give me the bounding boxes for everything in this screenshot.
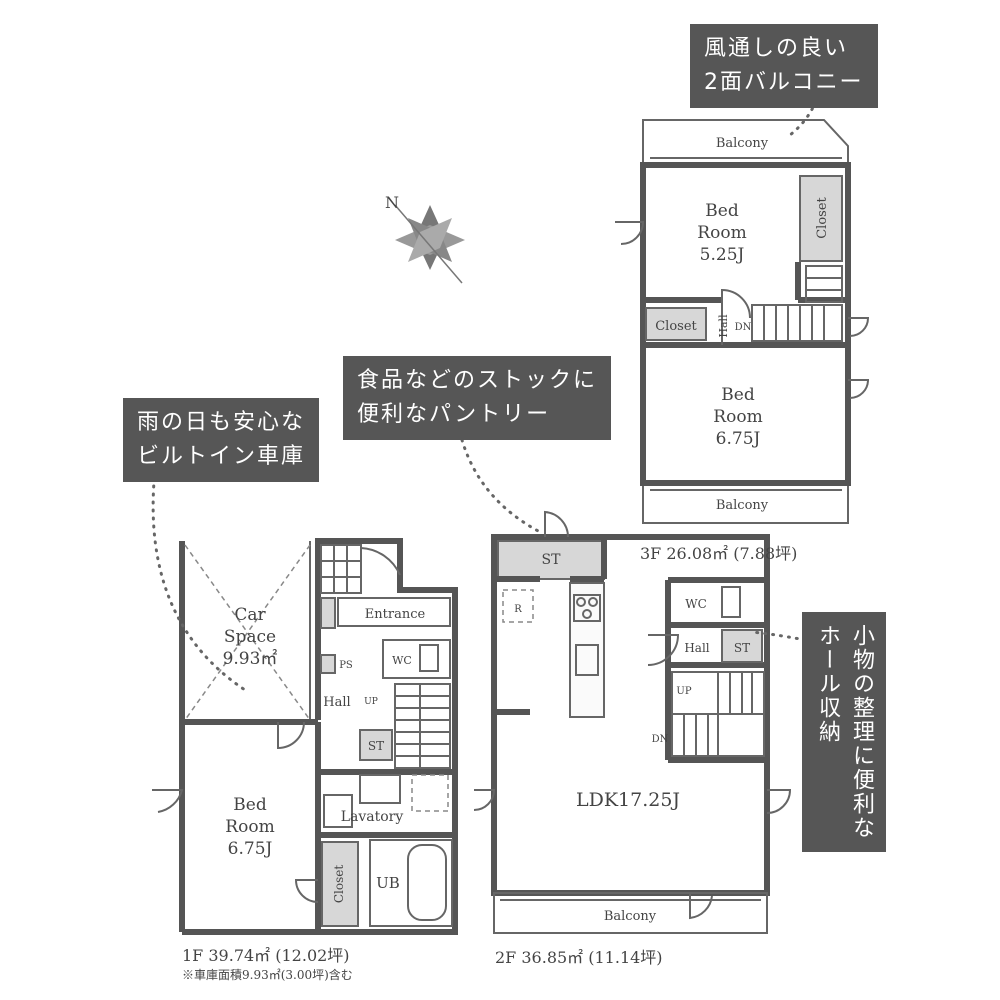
floor3-balcony-bottom-label: Balcony (716, 498, 769, 513)
floor2-fridge (502, 589, 534, 623)
hall-storage-note-line1: 小物の整理に便利な (849, 624, 874, 840)
floor1-plan: Car Space 9.93㎡ Entrance PS WC Hall UP S… (152, 538, 458, 935)
garage-note-line1: 雨の日も安心な (137, 410, 306, 435)
floor1-up-label: UP (364, 697, 378, 707)
floor2-stove-icon (573, 594, 601, 622)
floor3-bedroom1-label-line2: Room (697, 223, 746, 243)
floor3-area-caption: 3F 26.08㎡ (7.88坪) (640, 544, 798, 563)
floor1-stairs (394, 683, 451, 769)
floor2-pantry-label: ST (542, 552, 562, 568)
floor3-bedroom2-label-line1: Bed (721, 385, 755, 405)
floor3-plan: Balcony Bed Room 5.25J Closet Closet Hal… (615, 119, 870, 524)
hall-storage-note-line2: ホール収納 (815, 624, 840, 744)
pantry-note: 食品などのストックに 便利なパントリー (343, 356, 612, 440)
compass-north-label: N (385, 193, 399, 212)
floor3-bedroom1-label-line1: Bed (705, 201, 739, 221)
pantry-note-line2: 便利なパントリー (357, 402, 551, 427)
floor1-entrance-tiles (320, 544, 362, 594)
floor1-bathtub-icon (407, 844, 447, 921)
floor3-hall-label: Hall (717, 314, 730, 338)
floor1-toilet-icon (419, 644, 439, 672)
floor1-closet (321, 841, 359, 927)
floor2-balcony (493, 892, 768, 934)
floor1-wc-room (382, 639, 451, 679)
floor1-bedroom-label-line2: Room (225, 817, 274, 837)
floor3-balcony-top-label: Balcony (716, 136, 769, 151)
floor3-stairs (751, 265, 843, 342)
floor2-toilet-icon (721, 586, 741, 618)
floor2-fridge-label: R (514, 604, 522, 615)
balcony-note: 風通しの良い 2面バルコニー (690, 24, 878, 108)
floor3-closet-left-label: Closet (655, 319, 697, 334)
floor1-car-space-label-line1: Car (234, 605, 266, 625)
floor2-hall-storage-label: ST (734, 641, 750, 655)
floor2-up-label: UP (676, 686, 691, 697)
floor3-closet-left (645, 307, 707, 341)
floor1-bath-unit (369, 839, 453, 927)
floor2-hall-label: Hall (684, 641, 709, 655)
garage-note-line2: ビルトイン車庫 (137, 444, 306, 469)
compass-rose-icon: N (385, 193, 465, 284)
floor3-closet-right (799, 175, 843, 262)
floor1-ps-label: PS (339, 660, 353, 671)
floor2-plan: ST R WC Hall ST UP DN LDK17.25J Balcony (473, 510, 792, 934)
floor1-ub-label: UB (376, 874, 400, 892)
floor1-bedroom-label-line1: Bed (233, 795, 267, 815)
floor3-bedroom2-label-line2: Room (713, 407, 762, 427)
floor3-walls (640, 162, 851, 486)
floor1-area-note: ※車庫面積9.93㎡(3.00坪)含む (182, 968, 353, 982)
floor1-storage (359, 729, 393, 761)
floor2-sink-icon (575, 644, 599, 676)
floor1-lavatory-label: Lavatory (341, 809, 404, 825)
floor3-bedroom2-label-line3: 6.75J (716, 429, 761, 449)
floor1-washer (411, 774, 449, 812)
floor1-wc-label: WC (392, 654, 412, 667)
floor3-door (721, 288, 751, 345)
floor2-balcony-label: Balcony (604, 909, 657, 924)
floor2-hall-storage (721, 629, 763, 663)
floor1-car-space-label-line3: 9.93㎡ (223, 649, 278, 669)
floor1-entrance-box (337, 597, 451, 627)
floor3-door-window (615, 221, 645, 245)
balcony-note-line2: 2面バルコニー (704, 70, 864, 95)
floor2-dn-label: DN (652, 734, 669, 745)
floor2-wc-label: WC (685, 597, 707, 611)
pantry-note-line1: 食品などのストックに (357, 368, 598, 393)
floor1-storage-label: ST (368, 739, 384, 753)
floor1-area-caption: 1F 39.74㎡ (12.02坪) (182, 946, 350, 965)
balcony-note-line1: 風通しの良い (704, 36, 849, 61)
floor1-ps-box (320, 654, 336, 674)
floor3-closet-right-label: Closet (815, 196, 830, 238)
floor1-hall-label: Hall (323, 695, 350, 710)
floor2-ldk-label: LDK17.25J (576, 789, 680, 811)
floor1-closet-label: Closet (332, 865, 346, 904)
hall-storage-note-leader (750, 630, 807, 642)
floor1-lavatory-sink-icon (359, 774, 401, 804)
floor3-dn-label: DN (735, 322, 752, 333)
hall-storage-note: 小物の整理に便利な ホール収納 (802, 612, 886, 852)
pantry-note-leader (460, 438, 542, 534)
garage-note: 雨の日も安心な ビルトイン車庫 (123, 398, 320, 482)
floor3-bedroom1-label-line3: 5.25J (700, 245, 745, 265)
floor1-entrance-label: Entrance (365, 607, 426, 622)
floor1-car-space-label-line2: Space (224, 627, 276, 647)
floor2-area-caption: 2F 36.85㎡ (11.14坪) (495, 948, 663, 967)
floor1-bedroom-label-line3: 6.75J (228, 839, 273, 859)
floor2-stairs (671, 671, 765, 757)
